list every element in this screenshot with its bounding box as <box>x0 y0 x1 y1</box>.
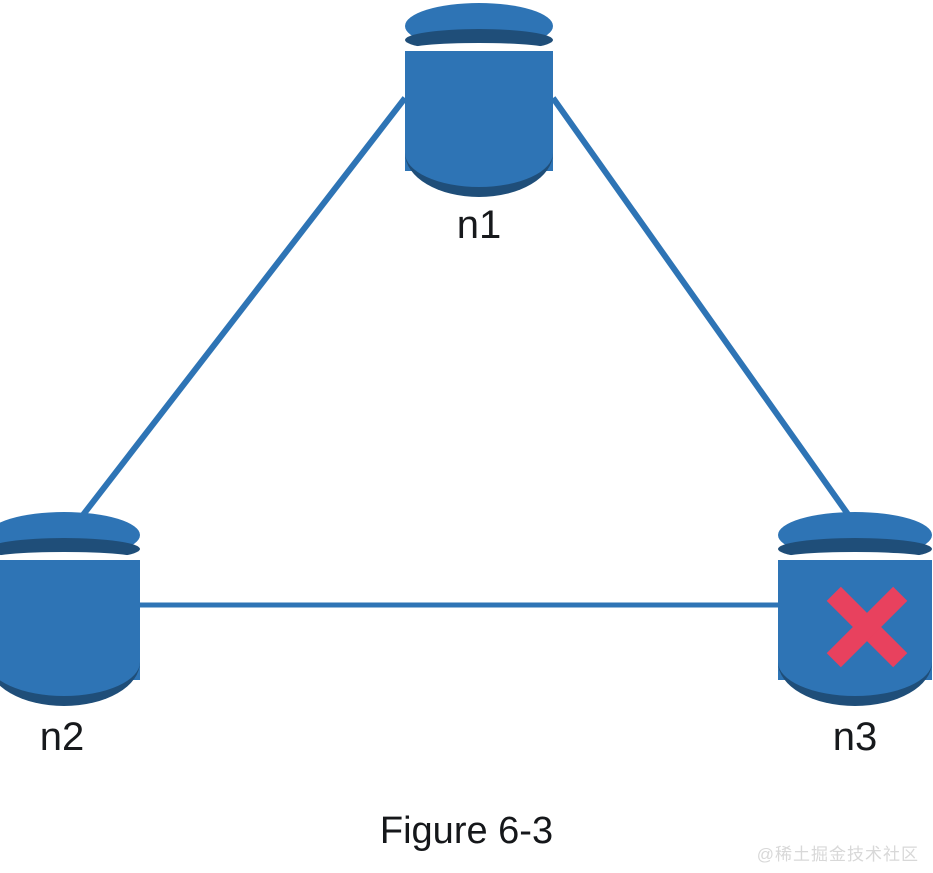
edge-n1-n3 <box>550 96 855 522</box>
node-n1[interactable]: n1 <box>405 3 553 247</box>
node-label-n2: n2 <box>39 715 85 759</box>
failure-cross-icon <box>820 580 914 674</box>
database-cylinder-icon <box>405 3 553 198</box>
cylinder-body <box>0 560 140 680</box>
edge-n1-n2 <box>73 96 408 526</box>
node-n2[interactable]: n2 <box>0 512 140 759</box>
node-n3[interactable]: n3 <box>778 512 932 759</box>
node-label-n1: n1 <box>456 203 502 247</box>
figure-caption: Figure 6-3 <box>379 810 554 852</box>
database-cylinder-icon <box>0 512 140 707</box>
database-cylinder-icon <box>778 512 932 707</box>
cylinder-body <box>405 51 553 171</box>
watermark-label: @稀土掘金技术社区 <box>756 845 919 864</box>
node-label-n3: n3 <box>832 715 878 759</box>
